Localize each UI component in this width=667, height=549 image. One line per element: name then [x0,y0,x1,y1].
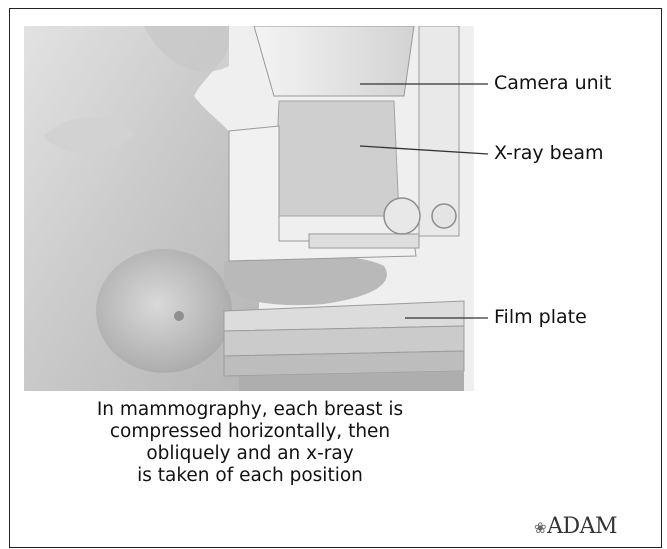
caption-line: is taken of each position [40,465,460,487]
logo-text: ADAM [547,514,617,539]
caption-line: obliquely and an x-ray [40,443,460,465]
label-film-plate: Film plate [494,306,587,328]
logo-flower-icon: ❀ [534,519,546,537]
label-camera-unit: Camera unit [494,72,611,94]
leader-xray-beam [360,146,488,154]
caption-line: compressed horizontally, then [40,421,460,443]
caption: In mammography, each breast is compresse… [40,399,460,487]
label-xray-beam: X-ray beam [494,142,604,164]
caption-line: In mammography, each breast is [40,399,460,421]
adam-logo: ❀ADAM [534,514,617,539]
